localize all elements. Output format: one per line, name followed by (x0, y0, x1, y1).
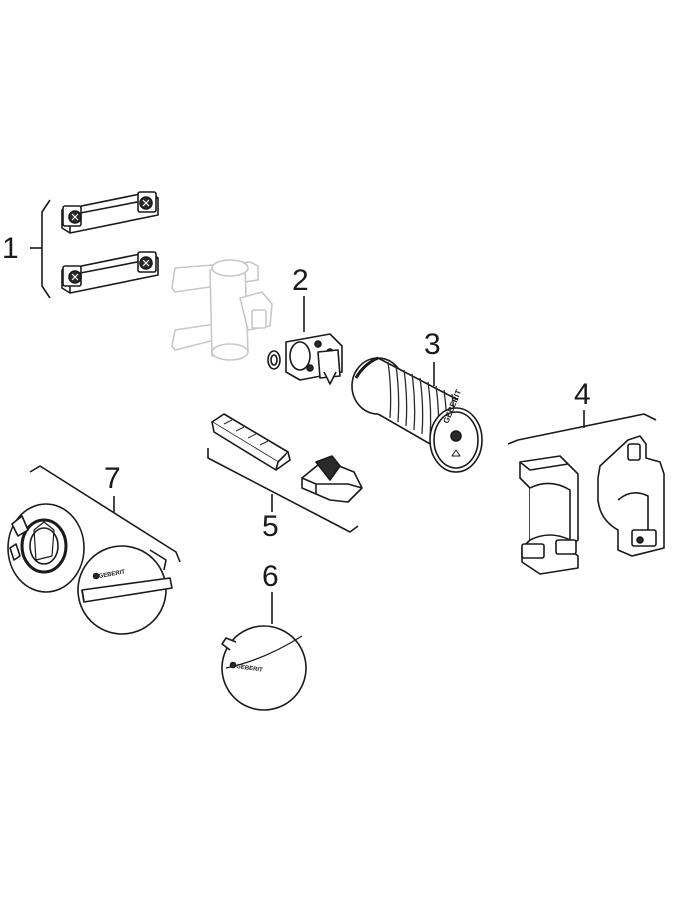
callout-6: 6 (262, 560, 279, 593)
callout-4: 4 (574, 378, 591, 411)
part-1-mounting-brackets (30, 191, 159, 299)
ghost-valve-body (171, 259, 273, 361)
part-2-cartridge (267, 296, 343, 385)
callout-1: 1 (2, 232, 19, 265)
callout-2: 2 (292, 264, 309, 297)
part-7-escutcheon-set (7, 465, 181, 635)
part-6-cover-plate (221, 592, 307, 711)
callout-3: 3 (424, 328, 441, 361)
part-4-clamp-halves (507, 410, 665, 575)
clamp-right (597, 435, 665, 557)
bracket-upper (61, 191, 159, 234)
clamp-left (519, 455, 579, 575)
callout-7-bracket-line (29, 465, 181, 563)
callout-1-bracket-line (41, 199, 51, 299)
push-plate (77, 545, 173, 635)
callout-4-bracket-line (507, 413, 657, 445)
callout-5-bracket-line (207, 448, 359, 533)
callout-7: 7 (104, 462, 121, 495)
callout-5: 5 (262, 510, 279, 543)
part-5-spindle-adapter (207, 413, 363, 533)
brand-label-push-plate: GEBERIT (98, 569, 126, 580)
escutcheon-ring (7, 503, 85, 593)
part-3-sleeve (351, 356, 483, 473)
brand-label-cover-6: GEBERIT (236, 664, 264, 674)
bracket-lower (61, 251, 159, 294)
